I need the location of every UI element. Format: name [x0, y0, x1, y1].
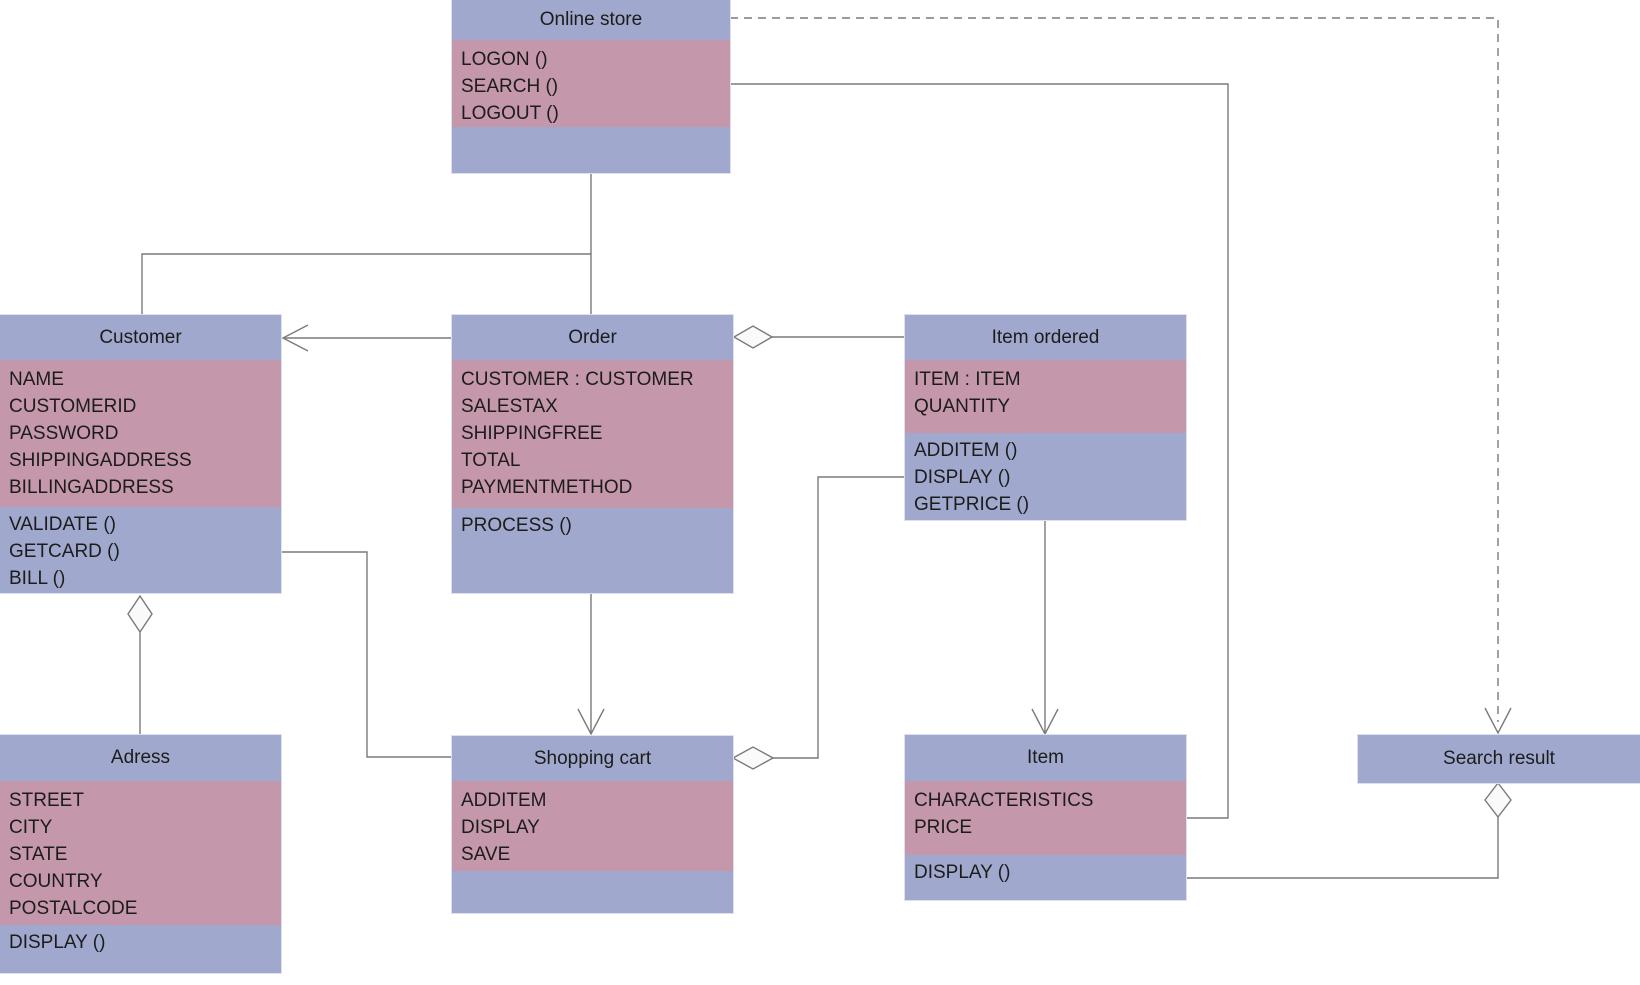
method-row: DISPLAY () — [914, 467, 1011, 488]
aggregation-diamond-icon — [732, 325, 774, 349]
attribute-row: TOTAL — [461, 450, 521, 471]
connector-onlinestore-searchresult[interactable] — [730, 17, 1512, 735]
class-title-text: Order — [568, 326, 617, 348]
class-title: Online store — [452, 0, 730, 40]
attributes-compartment: ADDITEM DISPLAY SAVE — [452, 781, 733, 871]
attribute-row: CUSTOMERID — [9, 396, 137, 417]
attribute-row: SHIPPINGADDRESS — [9, 450, 192, 471]
class-title: Item — [905, 735, 1186, 781]
association-line — [281, 551, 452, 758]
attribute-row: ADDITEM — [461, 790, 547, 811]
attributes-compartment: LOGON () SEARCH () LOGOUT () — [452, 40, 730, 127]
attribute-row: QUANTITY — [914, 396, 1011, 417]
methods-compartment: VALIDATE () GETCARD () BILL () — [0, 507, 281, 593]
connector-itemordered-order[interactable] — [732, 325, 905, 349]
attribute-row: SHIPPINGFREE — [461, 423, 603, 444]
methods-compartment: ADDITEM () DISPLAY () GETPRICE () — [905, 433, 1186, 520]
methods-compartment — [452, 127, 730, 173]
class-title-text: Search result — [1443, 748, 1555, 769]
dashed-dependency-line — [730, 17, 1499, 722]
attributes-compartment: CHARACTERISTICS PRICE — [905, 781, 1186, 855]
association-line — [730, 83, 1229, 819]
class-item[interactable]: Item CHARACTERISTICS PRICE DISPLAY () — [904, 734, 1187, 901]
attribute-row: PASSWORD — [9, 423, 119, 444]
connector-order-shoppingcart[interactable] — [577, 593, 605, 736]
class-shopping-cart[interactable]: Shopping cart ADDITEM DISPLAY SAVE — [451, 735, 734, 914]
class-title-text: Online store — [539, 9, 643, 30]
attributes-compartment: CUSTOMER : CUSTOMER SALESTAX SHIPPINGFRE… — [452, 360, 733, 508]
class-customer[interactable]: Customer NAME CUSTOMERID PASSWORD SHIPPI… — [0, 314, 282, 594]
class-title: Search result — [1358, 735, 1640, 783]
class-title: Customer — [0, 315, 281, 360]
methods-compartment — [452, 871, 733, 913]
class-title-text: Shopping cart — [533, 747, 652, 769]
class-order[interactable]: Order CUSTOMER : CUSTOMER SALESTAX SHIPP… — [451, 314, 734, 594]
class-title: Adress — [0, 735, 281, 781]
class-adress[interactable]: Adress STREET CITY STATE COUNTRY POSTALC… — [0, 734, 282, 974]
attribute-row: PAYMENTMETHOD — [461, 477, 633, 498]
attributes-compartment: STREET CITY STATE COUNTRY POSTALCODE — [0, 781, 281, 925]
methods-compartment: PROCESS () — [452, 508, 733, 593]
connector-onlinestore-customer-order[interactable] — [141, 173, 592, 315]
connector-customer-adress[interactable] — [127, 594, 153, 735]
attribute-row: SALESTAX — [461, 396, 558, 417]
aggregation-line — [772, 476, 905, 759]
connector-itemordered-item[interactable] — [1031, 520, 1059, 736]
connector-onlinestore-item[interactable] — [730, 83, 1229, 819]
attribute-row: ITEM : ITEM — [914, 369, 1021, 390]
class-title-text: Item — [1027, 747, 1064, 768]
attribute-row: CUSTOMER : CUSTOMER — [461, 369, 694, 390]
class-item-ordered[interactable]: Item ordered ITEM : ITEM QUANTITY ADDITE… — [904, 314, 1187, 521]
open-arrowhead-left-icon — [281, 324, 309, 352]
attribute-row: NAME — [9, 369, 64, 390]
method-row: ADDITEM () — [914, 440, 1018, 461]
connector-customer-shoppingcart[interactable] — [281, 551, 452, 758]
attribute-row: CITY — [9, 817, 53, 838]
attribute-row: LOGOUT () — [461, 103, 559, 124]
aggregation-line — [1186, 817, 1499, 879]
attribute-row: PRICE — [914, 817, 973, 838]
class-title-text: Adress — [110, 747, 171, 768]
methods-compartment: DISPLAY () — [905, 855, 1186, 900]
method-row: DISPLAY () — [9, 932, 106, 953]
class-title-text: Item ordered — [991, 326, 1100, 348]
attribute-row: BILLINGADDRESS — [9, 477, 174, 498]
method-row: GETCARD () — [9, 541, 120, 562]
aggregation-diamond-icon — [731, 746, 775, 770]
attribute-row: DISPLAY — [461, 817, 540, 838]
attribute-row: SAVE — [461, 844, 511, 865]
connector-itemordered-shoppingcart[interactable] — [731, 476, 905, 770]
method-row: BILL () — [9, 568, 66, 589]
methods-compartment: DISPLAY () — [0, 925, 281, 973]
open-arrowhead-down-icon — [1031, 708, 1059, 736]
method-row: VALIDATE () — [9, 514, 116, 535]
open-arrowhead-down-icon — [1484, 707, 1512, 735]
attribute-row: COUNTRY — [9, 871, 103, 892]
attributes-compartment: ITEM : ITEM QUANTITY — [905, 360, 1186, 433]
class-title: Item ordered — [905, 315, 1186, 360]
method-row: GETPRICE () — [914, 494, 1030, 515]
attribute-row: POSTALCODE — [9, 898, 138, 919]
class-title: Order — [452, 315, 733, 360]
method-row: DISPLAY () — [914, 862, 1011, 883]
class-title: Shopping cart — [452, 736, 733, 781]
class-search-result[interactable]: Search result — [1357, 734, 1640, 784]
class-title-text: Customer — [99, 326, 182, 348]
attribute-row: CHARACTERISTICS — [914, 790, 1094, 811]
attribute-row: STATE — [9, 844, 68, 865]
aggregation-diamond-icon — [127, 594, 153, 634]
attribute-row: SEARCH () — [461, 76, 559, 97]
aggregation-diamond-icon — [1484, 781, 1512, 819]
method-row: PROCESS () — [461, 515, 572, 536]
open-arrowhead-down-icon — [577, 708, 605, 736]
branch-line — [141, 173, 592, 315]
connector-order-customer[interactable] — [281, 324, 452, 352]
attributes-compartment: NAME CUSTOMERID PASSWORD SHIPPINGADDRESS… — [0, 360, 281, 507]
attribute-row: STREET — [9, 790, 84, 811]
connector-item-searchresult[interactable] — [1186, 781, 1512, 879]
attribute-row: LOGON () — [461, 49, 548, 70]
class-online-store[interactable]: Online store LOGON () SEARCH () LOGOUT (… — [451, 0, 731, 174]
